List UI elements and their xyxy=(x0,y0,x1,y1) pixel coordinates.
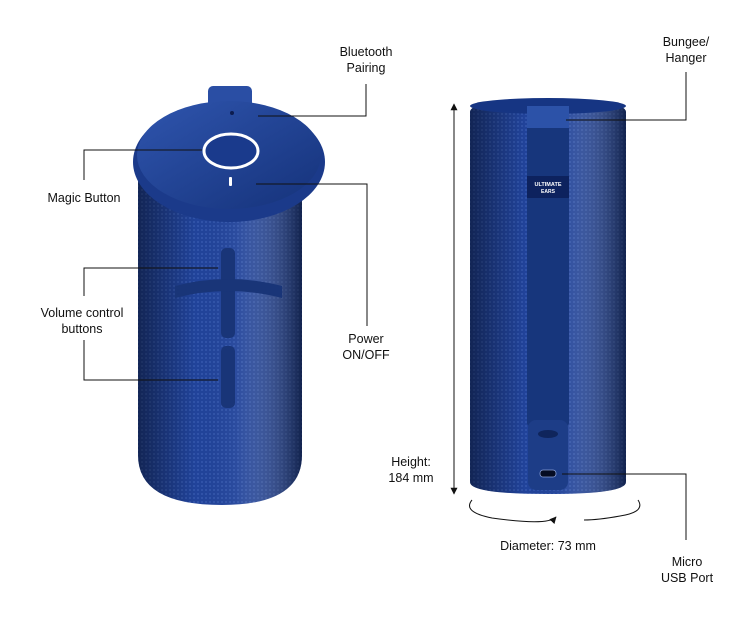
diameter-arc-right xyxy=(583,499,641,521)
magic-leader xyxy=(83,149,202,180)
bungee-label-line-1: Bungee/ xyxy=(662,35,710,49)
usb-port-icon[interactable] xyxy=(539,469,557,478)
volume-minus-leader xyxy=(83,340,218,381)
bungee-leader xyxy=(566,72,687,121)
usb-leader xyxy=(562,473,687,540)
magic-button[interactable] xyxy=(202,132,260,170)
height-label: Height: 184 mm xyxy=(382,454,440,486)
badge-line-1: ULTIMATE xyxy=(535,182,562,188)
bluetooth-label-line-2: Pairing xyxy=(346,61,386,75)
bungee-strap xyxy=(527,106,569,426)
bungee-label-line-2: Hanger xyxy=(665,51,707,65)
power-label-line-1: Power xyxy=(348,332,384,346)
power-leader xyxy=(256,183,368,326)
minus-icon[interactable] xyxy=(221,346,235,408)
usb-label-line-2: USB Port xyxy=(660,571,714,585)
bluetooth-led-icon xyxy=(230,111,234,115)
magic-label-line-1: Magic Button xyxy=(47,191,121,205)
bluetooth-label-line-1: Bluetooth xyxy=(339,45,393,59)
usb-port-label: Micro USB Port xyxy=(652,554,722,586)
volume-label-line-1: Volume control xyxy=(40,306,124,320)
speaker-side-view: ULTIMATE EARS xyxy=(470,98,626,494)
bungee-hanger-label: Bungee/ Hanger xyxy=(654,34,718,66)
ultimate-ears-badge: ULTIMATE EARS xyxy=(527,176,569,198)
magic-button-label: Magic Button xyxy=(38,190,130,206)
diameter-label: Diameter: 73 mm xyxy=(488,538,608,554)
badge-line-2: EARS xyxy=(541,189,556,195)
leader-lines xyxy=(83,72,687,540)
usb-cover xyxy=(528,420,568,490)
height-label-line-2: 184 mm xyxy=(388,471,434,485)
volume-control-label: Volume control buttons xyxy=(30,305,134,337)
usb-label-line-1: Micro xyxy=(671,555,703,569)
plus-icon[interactable] xyxy=(175,248,282,338)
volume-label-line-2: buttons xyxy=(61,322,103,336)
bluetooth-pairing-label: Bluetooth Pairing xyxy=(330,44,402,76)
power-label: Power ON/OFF xyxy=(334,331,398,363)
speaker-front-view xyxy=(133,86,325,505)
power-icon[interactable] xyxy=(229,177,232,186)
diameter-arc xyxy=(469,499,557,525)
bluetooth-leader xyxy=(258,84,367,117)
volume-plus-leader xyxy=(83,267,218,296)
power-label-line-2: ON/OFF xyxy=(342,348,390,362)
height-label-line-1: Height: xyxy=(391,455,431,469)
diameter-label-line-1: Diameter: 73 mm xyxy=(500,539,596,553)
